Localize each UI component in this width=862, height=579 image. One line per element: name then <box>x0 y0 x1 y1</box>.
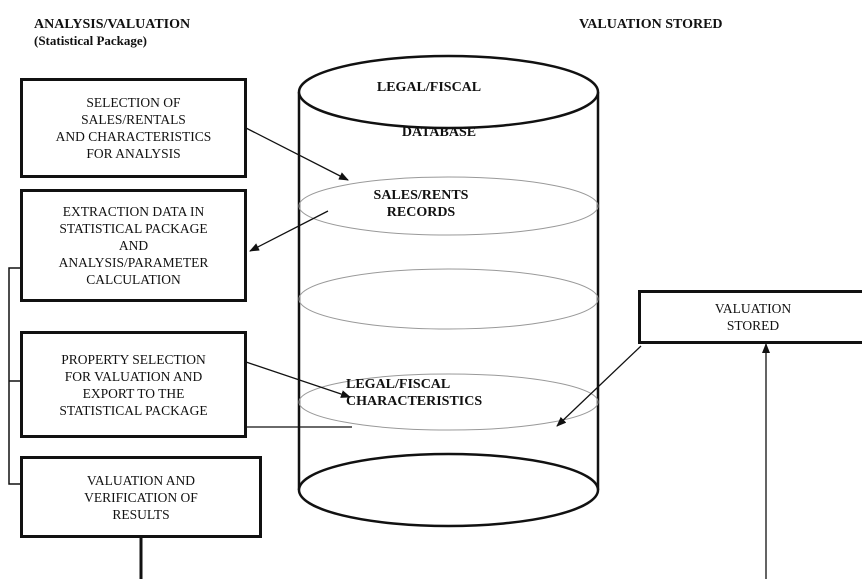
cylinder-bottom <box>297 452 600 528</box>
valuation-stored-box: VALUATION STORED <box>638 290 862 344</box>
valuation-verification-box: VALUATION AND VERIFICATION OF RESULTS <box>20 456 262 538</box>
database-cylinder <box>297 54 600 528</box>
valuation-verification-box-label: VALUATION AND VERIFICATION OF RESULTS <box>84 472 198 522</box>
extraction-box: EXTRACTION DATA IN STATISTICAL PACKAGE A… <box>20 189 247 302</box>
selection-box: SELECTION OF SALES/RENTALS AND CHARACTER… <box>20 78 247 178</box>
cylinder-top <box>297 54 600 130</box>
db-title-line1: LEGAL/FISCAL <box>376 80 482 95</box>
arrow-stored-to-legal <box>556 345 642 427</box>
left-bracket-connector <box>8 267 23 485</box>
arrow-selection-to-sales <box>245 127 349 181</box>
sales-records-layer <box>298 176 599 236</box>
valuation-stored-box-label: VALUATION STORED <box>714 301 792 333</box>
valuation-stored-header: VALUATION STORED <box>579 17 723 32</box>
analysis-valuation-title: ANALYSIS/VALUATION <box>34 17 191 32</box>
analysis-valuation-header: ANALYSIS/VALUATION (Statistical Package) <box>34 17 190 49</box>
property-selection-box: PROPERTY SELECTION FOR VALUATION AND EXP… <box>20 331 247 438</box>
extraction-box-label: EXTRACTION DATA IN STATISTICAL PACKAGE A… <box>58 204 209 287</box>
statistical-package-subtitle: (Statistical Package) <box>34 33 148 48</box>
selection-box-label: SELECTION OF SALES/RENTALS AND CHARACTER… <box>55 95 212 161</box>
arrow-sales-to-extraction <box>249 210 329 252</box>
sales-records-label: SALES/RENTS RECORDS <box>373 188 469 220</box>
property-selection-box-label: PROPERTY SELECTION FOR VALUATION AND EXP… <box>59 351 208 418</box>
db-title-line2: DATABASE <box>401 125 477 140</box>
legal-characteristics-label: LEGAL/FISCAL CHARACTERISTICS <box>346 377 483 409</box>
legal-characteristics-layer <box>298 373 599 431</box>
middle-layer <box>298 268 599 330</box>
arrow-property-to-legal <box>245 361 351 398</box>
